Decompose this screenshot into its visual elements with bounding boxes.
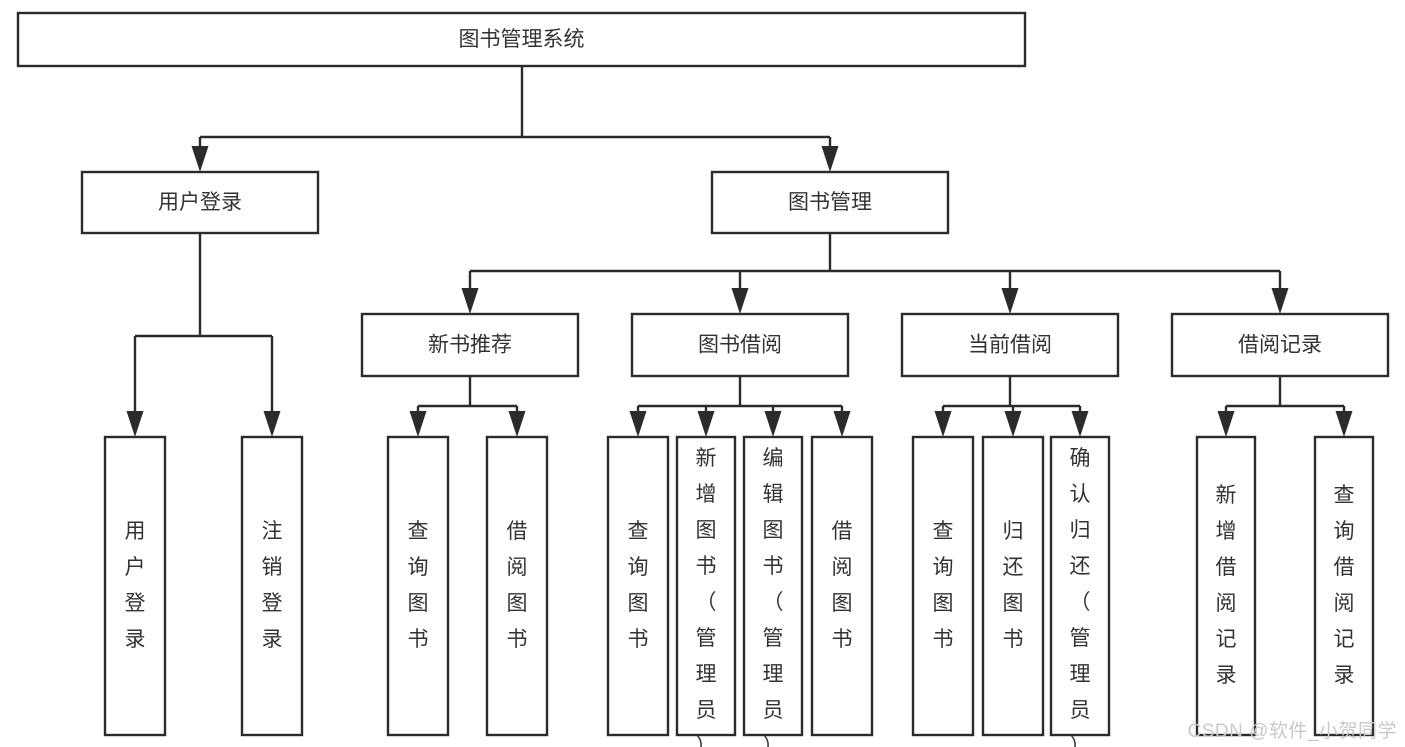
node-label-leaf_1: 用户登录 <box>125 520 146 651</box>
connector-from-l3_b <box>629 376 851 437</box>
node-label-l3_d: 借阅记录 <box>1238 334 1322 357</box>
node-box-l3_c[interactable] <box>900 312 1120 378</box>
node-box-leaf_12[interactable] <box>1195 435 1257 737</box>
node-label-l3_b: 图书借阅 <box>698 334 782 357</box>
node-l2_b[interactable]: 图书管理 <box>710 170 950 235</box>
node-label-leaf_6: 新增图书（管理员） <box>696 447 717 747</box>
node-box-leaf_5[interactable] <box>606 435 670 737</box>
node-leaf_1[interactable]: 用户登录 <box>103 435 167 737</box>
node-label-leaf_7: 编辑图书（管理员） <box>763 447 784 747</box>
node-leaf_9[interactable]: 查询图书 <box>911 435 975 737</box>
node-box-leaf_7[interactable] <box>742 435 804 737</box>
node-box-root[interactable] <box>16 11 1027 68</box>
node-leaf_12[interactable]: 新增借阅记录 <box>1195 435 1257 737</box>
node-box-leaf_13[interactable] <box>1313 435 1375 737</box>
node-leaf_5[interactable]: 查询图书 <box>606 435 670 737</box>
node-box-leaf_10[interactable] <box>981 435 1045 737</box>
node-label-leaf_10: 归还图书 <box>1003 520 1024 651</box>
node-box-leaf_11[interactable] <box>1049 435 1111 737</box>
node-box-leaf_1[interactable] <box>103 435 167 737</box>
node-label-l2_b: 图书管理 <box>788 191 872 214</box>
node-l3_a[interactable]: 新书推荐 <box>360 312 580 378</box>
connector-from-root <box>191 66 839 172</box>
node-l3_c[interactable]: 当前借阅 <box>900 312 1120 378</box>
node-leaf_11[interactable]: 确认归还（管理员） <box>1049 435 1111 747</box>
connector-from-l3_a <box>409 376 526 437</box>
node-leaf_4[interactable]: 借阅图书 <box>485 435 549 737</box>
node-box-l2_b[interactable] <box>710 170 950 235</box>
nodes-layer: 图书管理系统用户登录图书管理新书推荐图书借阅当前借阅借阅记录用户登录注销登录查询… <box>16 11 1390 747</box>
node-label-leaf_13: 查询借阅记录 <box>1334 484 1355 687</box>
node-box-leaf_4[interactable] <box>485 435 549 737</box>
node-leaf_10[interactable]: 归还图书 <box>981 435 1045 737</box>
csdn-watermark: CSDN @软件_小贺同学 <box>1187 721 1397 742</box>
node-leaf_3[interactable]: 查询图书 <box>386 435 450 737</box>
node-leaf_6[interactable]: 新增图书（管理员） <box>675 435 737 747</box>
node-l3_d[interactable]: 借阅记录 <box>1170 312 1390 378</box>
node-label-leaf_4: 借阅图书 <box>507 520 528 651</box>
node-box-leaf_9[interactable] <box>911 435 975 737</box>
connector-from-l2_b <box>461 233 1289 314</box>
node-label-leaf_5: 查询图书 <box>628 520 649 651</box>
node-label-leaf_12: 新增借阅记录 <box>1216 484 1237 687</box>
node-label-leaf_8: 借阅图书 <box>832 520 853 651</box>
node-l2_a[interactable]: 用户登录 <box>80 170 320 235</box>
node-root[interactable]: 图书管理系统 <box>16 11 1027 68</box>
connector-from-l3_c <box>934 376 1089 437</box>
node-box-l3_d[interactable] <box>1170 312 1390 378</box>
edges-layer <box>126 66 1353 437</box>
node-label-leaf_11: 确认归还（管理员） <box>1070 447 1091 747</box>
node-box-l3_b[interactable] <box>630 312 850 378</box>
node-label-leaf_2: 注销登录 <box>262 520 283 651</box>
node-box-leaf_6[interactable] <box>675 435 737 737</box>
node-box-l2_a[interactable] <box>80 170 320 235</box>
node-label-leaf_9: 查询图书 <box>933 520 954 651</box>
node-leaf_13[interactable]: 查询借阅记录 <box>1313 435 1375 737</box>
node-leaf_8[interactable]: 借阅图书 <box>810 435 874 737</box>
node-label-root: 图书管理系统 <box>459 28 585 51</box>
connector-from-l2_a <box>126 233 281 437</box>
node-label-l2_a: 用户登录 <box>158 191 242 214</box>
node-label-l3_a: 新书推荐 <box>428 334 512 357</box>
node-leaf_7[interactable]: 编辑图书（管理员） <box>742 435 804 747</box>
node-l3_b[interactable]: 图书借阅 <box>630 312 850 378</box>
node-box-l3_a[interactable] <box>360 312 580 378</box>
node-box-leaf_3[interactable] <box>386 435 450 737</box>
node-leaf_2[interactable]: 注销登录 <box>240 435 304 737</box>
node-label-leaf_3: 查询图书 <box>408 520 429 651</box>
node-box-leaf_8[interactable] <box>810 435 874 737</box>
connector-from-l3_d <box>1217 376 1353 437</box>
node-label-l3_c: 当前借阅 <box>968 334 1052 357</box>
node-box-leaf_2[interactable] <box>240 435 304 737</box>
